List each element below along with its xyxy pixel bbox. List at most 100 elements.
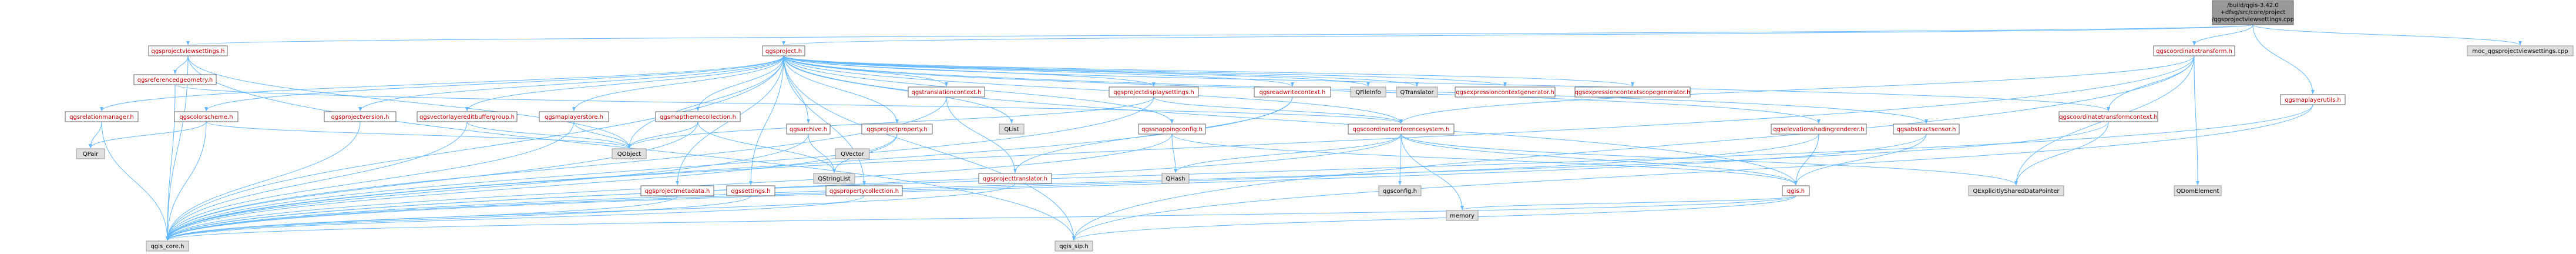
dependency-edge: [166, 183, 1016, 241]
node-qgsarchive-h[interactable]: qgsarchive.h: [786, 123, 831, 135]
dependency-edge: [2192, 24, 2253, 46]
node-label: qgscoordinatetransform.h: [2156, 48, 2232, 55]
dependency-edge: [166, 121, 468, 241]
node-qexplicitlyshareddatapointer[interactable]: QExplicitlySharedDataPointer: [1968, 185, 2064, 196]
node-qgsprojectversion-h[interactable]: qgsprojectversion.h: [324, 111, 397, 122]
node-qlist[interactable]: QList: [999, 123, 1025, 135]
edge: [1398, 133, 1402, 186]
edge: [1174, 133, 1402, 173]
node-qgsvectorlayereditbuffergroup-h[interactable]: qgsvectorlayereditbuffergroup.h: [417, 111, 518, 122]
edge: [166, 133, 1402, 241]
node-label: qgssettings.h: [731, 188, 770, 195]
node-qpair[interactable]: QPair: [76, 148, 105, 159]
node-qgsprojectmetadata-h[interactable]: qgsprojectmetadata.h: [640, 185, 714, 196]
dependency-edge: [1171, 133, 1177, 173]
node-qgsmaplayerutils-h[interactable]: qgsmaplayerutils.h: [2280, 94, 2346, 105]
node-qgspropertycollection-h[interactable]: qgspropertycollection.h: [825, 185, 903, 196]
node-qgsmaplayerstore-h[interactable]: qgsmaplayerstore.h: [539, 111, 609, 122]
node-qgsprojectdisplaysettings-h[interactable]: qgsprojectdisplaysettings.h: [1109, 86, 1199, 98]
edge: [166, 195, 751, 241]
node-label: QExplicitlySharedDataPointer: [1973, 188, 2060, 195]
node-qgselevationshadingrenderer-h[interactable]: qgselevationshadingrenderer.h: [1771, 123, 1867, 135]
node-qgscoordinatetransform-h[interactable]: qgscoordinatetransform.h: [2153, 45, 2235, 56]
node-qgsabstractsensor-h[interactable]: qgsabstractsensor.h: [1893, 123, 1960, 135]
node-qobject[interactable]: QObject: [612, 148, 647, 159]
node-qvector[interactable]: QVector: [835, 148, 870, 159]
node-qgssnappingconfig-h[interactable]: qgssnappingconfig.h: [1138, 123, 1206, 135]
node-label: QObject: [617, 151, 642, 158]
node-qgsconfig-h[interactable]: qgsconfig.h: [1378, 185, 1422, 196]
edge: [2252, 24, 2522, 46]
node-qdomelement[interactable]: QDomElement: [2174, 185, 2222, 196]
edge: [1400, 133, 1798, 186]
node-qgscoordinatetransformcontext-h[interactable]: qgscoordinatetransformcontext.h: [2058, 111, 2158, 122]
edge: [1460, 195, 1796, 210]
node-qgis-h[interactable]: qgis.h: [1782, 185, 1810, 196]
node-label: qgspropertycollection.h: [829, 188, 899, 195]
dependency-edge: [696, 55, 784, 112]
edge: [783, 55, 1507, 87]
dependency-edge: [465, 55, 784, 112]
dependency-edge: [1794, 133, 1819, 186]
node-qgssettings-h[interactable]: qgssettings.h: [726, 185, 775, 196]
node-qgsexpressioncontextgenerator-h[interactable]: qgsexpressioncontextgenerator.h: [1455, 86, 1556, 98]
node-qgsrelationmanager-h[interactable]: qgsrelationmanager.h: [65, 111, 139, 122]
dependency-edge: [572, 55, 784, 112]
dependency-edge: [783, 55, 1507, 87]
node-qtranslator[interactable]: QTranslator: [1396, 86, 1438, 98]
dependency-edge: [783, 55, 1403, 124]
node-qhash[interactable]: QHash: [1161, 173, 1190, 184]
node-qgsprojectviewsettings-h[interactable]: qgsprojectviewsettings.h: [148, 45, 228, 56]
edge: [187, 55, 631, 149]
edge: [204, 55, 784, 112]
node-qgsprojectproperty-h[interactable]: qgsprojectproperty.h: [861, 123, 933, 135]
dependency-edge: [783, 55, 948, 87]
node-qgstranslationcontext-h[interactable]: qgstranslationcontext.h: [908, 86, 985, 98]
node-qfileinfo[interactable]: QFileInfo: [1350, 86, 1386, 98]
node-qgscoordinatereferencesystem-h[interactable]: qgscoordinatereferencesystem.h: [1348, 123, 1455, 135]
dependency-edge: [358, 55, 784, 112]
node-label: qgscolorscheme.h: [179, 114, 233, 121]
node-label: qgsexpressioncontextgenerator.h: [1456, 89, 1554, 96]
edge: [2194, 55, 2199, 186]
dependency-edge: [808, 133, 836, 173]
edge: [173, 55, 189, 75]
dependency-edge: [1072, 104, 2313, 241]
edge: [1794, 133, 1927, 186]
node-qgsreadwritecontext-h[interactable]: qgsreadwritecontext.h: [1254, 86, 1331, 98]
node-qgscolorscheme-h[interactable]: qgscolorscheme.h: [174, 111, 239, 122]
node-label: qgsprojectproperty.h: [866, 126, 928, 133]
node-label: qgsprojectmetadata.h: [645, 188, 710, 195]
edge: [166, 195, 1796, 241]
node-label: QStringList: [818, 176, 850, 182]
edge: [206, 121, 631, 149]
edge: [166, 55, 784, 241]
node-label: QVector: [841, 151, 865, 158]
edge: [783, 55, 1403, 124]
edge: [2252, 24, 2315, 95]
edge: [1171, 133, 1798, 186]
edge: [749, 55, 784, 186]
node-moc-qgsprojectviewsettings-cpp[interactable]: moc_qgsprojectviewsettings.cpp: [2467, 45, 2574, 56]
dependency-edge: [627, 121, 698, 149]
dependency-edge: [166, 104, 2313, 241]
dependency-edge: [166, 195, 1796, 241]
node-qgsproject-h[interactable]: qgsproject.h: [762, 45, 805, 56]
dependency-edge: [187, 24, 2253, 46]
dependency-edge: [573, 121, 631, 149]
edge: [627, 55, 784, 149]
edge: [166, 133, 809, 241]
node-qgsprojecttranslator-h[interactable]: qgsprojecttranslator.h: [978, 173, 1052, 184]
dependency-edge: [2252, 24, 2315, 95]
node-memory[interactable]: memory: [1446, 210, 1479, 221]
node-qgsexpressioncontextscopegenerator-h[interactable]: qgsexpressioncontextscopegenerator.h: [1574, 86, 1691, 98]
node-qstringlist[interactable]: QStringList: [813, 173, 855, 184]
node-qgis-core-h[interactable]: qgis_core.h: [146, 240, 189, 252]
node-qgsmapthemecollection-h[interactable]: qgsmapthemecollection.h: [655, 111, 741, 122]
dependency-edge: [1398, 133, 1402, 186]
node-qgis-sip-h[interactable]: qgis_sip.h: [1054, 240, 1093, 252]
node-qgsreferencedgeometry-h[interactable]: qgsreferencedgeometry.h: [133, 74, 217, 85]
dependency-edge: [166, 96, 1154, 241]
root-line-1: /build/qgis-3.42.0: [2227, 2, 2278, 9]
node-label: qgsproject.h: [765, 48, 802, 55]
